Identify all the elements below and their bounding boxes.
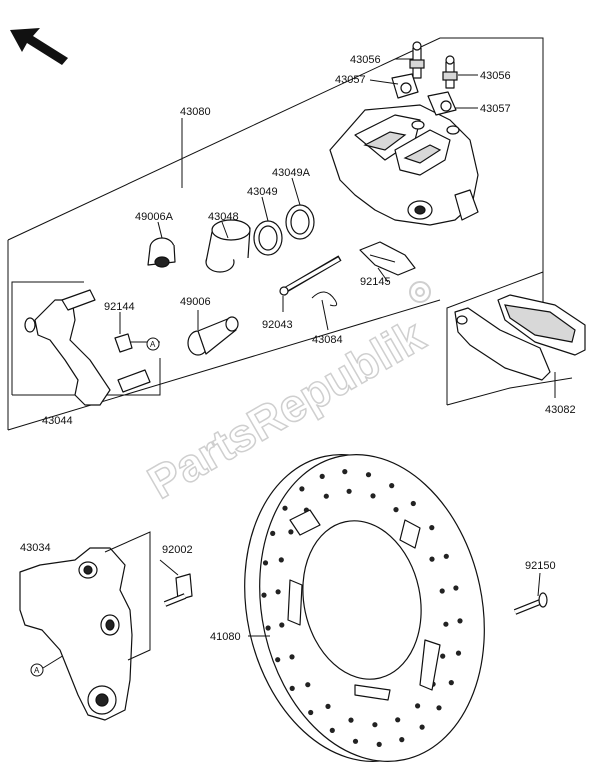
disc-hole [455,650,462,656]
bleeder-valve-left [409,41,425,79]
bleeder-cap-right [427,91,457,116]
mount-bracket-43034 [19,547,133,721]
mount-bracket-leader [104,531,151,661]
label-92145: 92145 [360,276,391,288]
disc-hole [389,483,395,489]
label-92043: 92043 [262,319,293,331]
disc-hole [305,682,311,688]
disc-hole [346,488,352,494]
disc-hole [352,738,359,744]
label-92002: 92002 [162,544,193,556]
label-43044: 43044 [42,415,73,427]
bolt-92150 [513,592,548,615]
disc-hole [325,703,331,710]
label-43082: 43082 [545,404,576,416]
disc-hole [323,493,329,499]
disc-hole [288,529,294,535]
disc-hole [410,500,416,507]
svg-text:A: A [34,666,40,675]
label-43057-left: 43057 [335,74,366,86]
label-43084: 43084 [312,334,343,346]
callout-a-upper: A [146,337,160,351]
caliper-bracket-43044 [24,289,151,406]
disc-hole [265,625,271,631]
disc-hole [395,717,401,723]
label-49006a: 49006A [135,211,174,223]
piston-43048 [205,219,251,273]
boot-92144 [114,333,133,353]
disc-hole [275,657,281,663]
spring-plate-92145 [359,241,416,276]
disc-hole [415,703,421,709]
disc-hole [278,557,284,563]
label-92144: 92144 [104,301,135,313]
label-43056-left: 43056 [350,54,381,66]
disc-hole [365,472,372,478]
disc-hole [448,680,454,686]
disc-hole [419,724,425,730]
clip-43084 [311,291,338,307]
caliper-assembly-frame [7,37,544,431]
bleeder-cap-left [391,73,419,99]
disc-hole [376,741,382,748]
label-43057-right: 43057 [480,103,511,115]
disc-hole [348,717,354,723]
part-labels: 43056 43057 43056 43057 43080 43049A 430… [20,54,576,643]
label-43034: 43034 [20,542,51,554]
disc-hole [262,560,269,566]
bolt-92002 [163,573,193,607]
label-43056-right: 43056 [480,70,511,82]
brake-disc-41080 [244,454,485,762]
arrow-up-left-icon [10,28,68,65]
disc-hole [299,486,305,492]
disc-hole [443,621,449,627]
label-43080: 43080 [180,106,211,118]
seal-43049A [285,204,315,240]
disc-hole [282,505,288,511]
disc-hole [275,589,281,595]
label-41080: 41080 [210,631,241,643]
disc-hole [399,737,405,743]
disc-hole [457,618,463,624]
svg-text:A: A [150,340,156,349]
label-49006: 49006 [180,296,211,308]
disc-hole [440,653,446,659]
disc-hole [289,654,295,660]
label-43049a: 43049A [272,167,311,179]
disc-hole [429,525,435,531]
brake-pad-rear [497,294,586,356]
disc-hole [261,592,267,598]
label-92150: 92150 [525,560,556,572]
disc-hole [319,473,325,479]
bleeder-valve-right [442,55,458,89]
gear-icon [409,281,431,303]
disc-hole [429,556,435,562]
disc-hole [329,727,335,734]
disc-hole [289,685,295,692]
brake-pad-front [454,307,551,381]
disc-hole [342,469,348,475]
disc-hole [439,588,445,594]
label-43048: 43048 [208,211,239,223]
disc-hole [393,507,399,513]
disc-hole [443,553,449,559]
disc-hole [308,709,314,716]
disc-hole [370,493,376,499]
seal-43049 [253,220,283,256]
pad-pin-92043 [279,255,342,296]
disc-hole [453,585,459,591]
disc-hole [372,722,378,728]
label-43049: 43049 [247,186,278,198]
disc-hole [270,530,276,537]
caliper-body [329,104,479,226]
disc-hole [279,622,285,628]
slide-pin-49006 [187,316,239,356]
boot-49006A [147,237,176,268]
leader-lines [119,58,541,637]
disc-hole [436,705,442,711]
